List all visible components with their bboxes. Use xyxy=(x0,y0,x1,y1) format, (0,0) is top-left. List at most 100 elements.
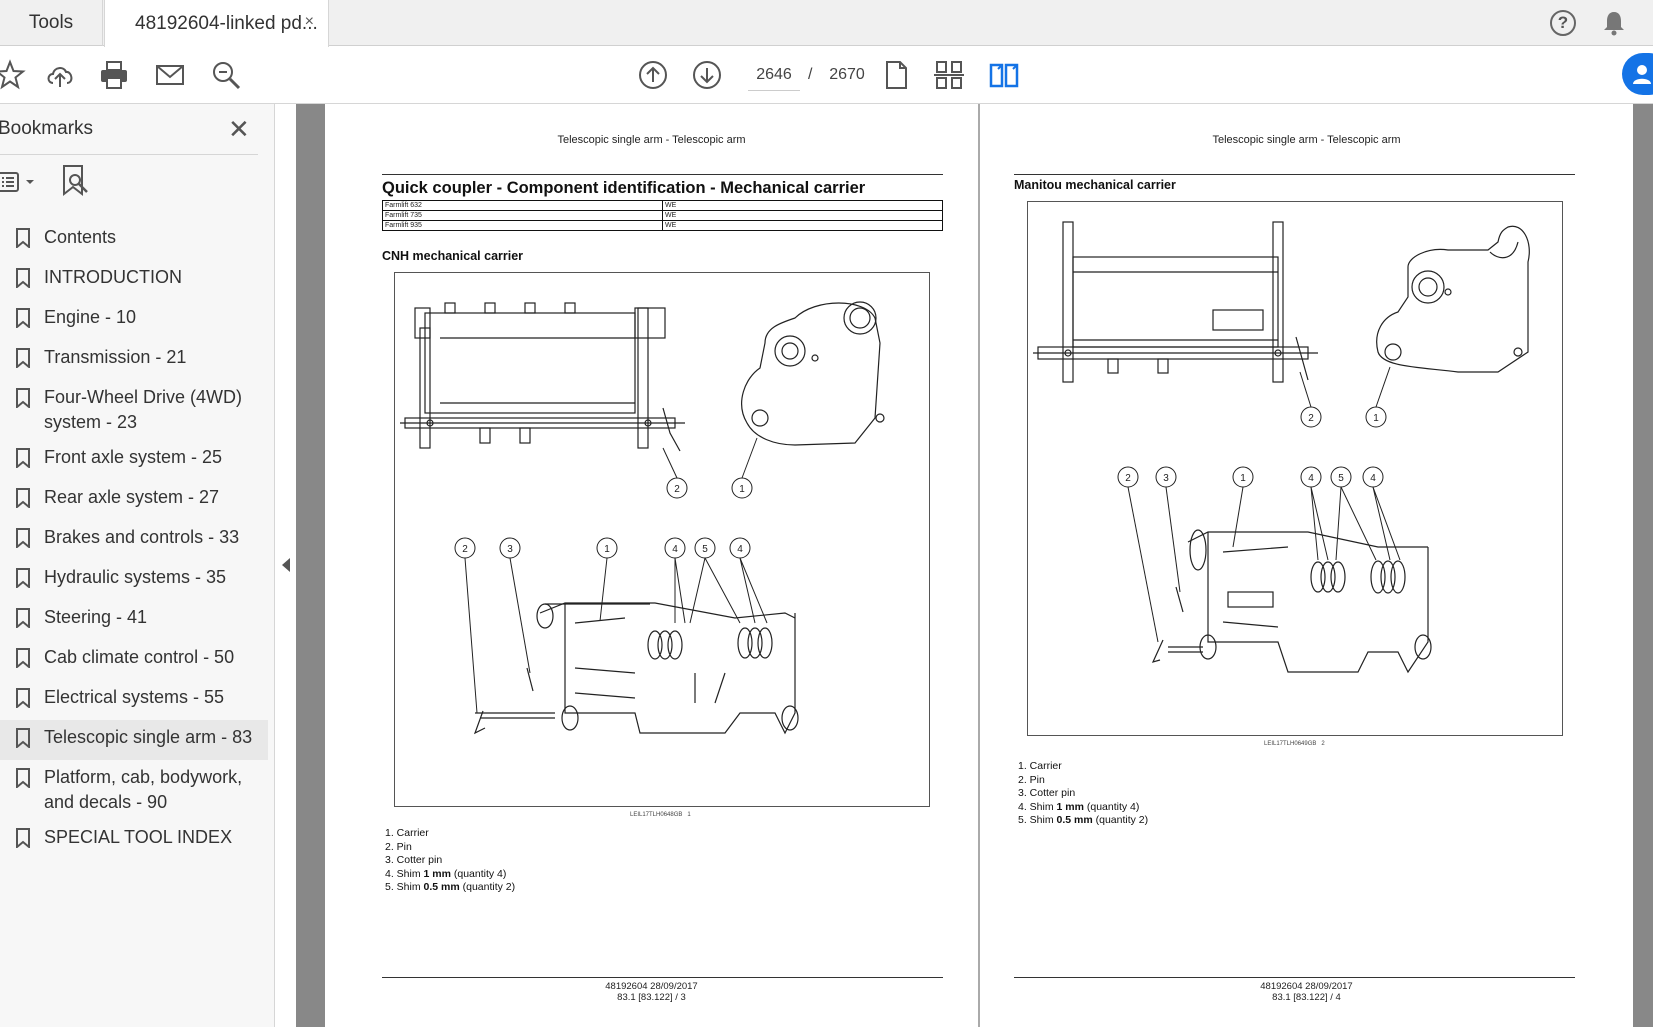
bookmark-item[interactable]: Engine - 10 xyxy=(0,300,275,340)
legend-item: 2. Pin xyxy=(385,840,412,853)
tab-tools-label: Tools xyxy=(28,12,74,33)
legend-item: 4. Shim 1 mm (quantity 4) xyxy=(1018,801,1148,815)
bookmark-item[interactable]: Hydraulic systems - 35 xyxy=(0,560,275,600)
legend-value: 0.5 mm xyxy=(423,881,460,894)
bookmark-icon xyxy=(0,645,44,675)
callout-circle xyxy=(1155,466,1177,488)
cloud-upload-icon[interactable] xyxy=(44,59,76,91)
bell-icon[interactable] xyxy=(1600,9,1628,37)
bookmark-item[interactable]: Brakes and controls - 33 xyxy=(0,520,275,560)
bookmark-icon xyxy=(0,565,44,595)
bookmark-item[interactable]: Front axle system - 25 xyxy=(0,440,275,480)
page-number-input[interactable]: 2646 xyxy=(748,59,800,91)
two-page-icon[interactable] xyxy=(988,59,1020,91)
bookmark-item[interactable]: Rear axle system - 27 xyxy=(0,480,275,520)
footer-page-ref: 83.1 [83.122] / 4 xyxy=(1272,992,1341,1003)
callout-circle xyxy=(664,537,686,559)
table-cell: Farmlift 935 xyxy=(382,220,663,231)
legend-value: 1 mm xyxy=(1056,800,1084,813)
callout-label: 2 xyxy=(674,484,680,495)
bookmark-label: Front axle system - 25 xyxy=(44,447,223,467)
legend-text: (quantity 2) xyxy=(1092,814,1149,827)
footer-page-ref: 83.1 [83.122] / 3 xyxy=(617,992,686,1003)
bookmark-icon xyxy=(0,765,44,815)
callout-circle xyxy=(666,477,688,499)
table-cell: WE xyxy=(662,200,943,211)
table-cell: Farmlift 632 xyxy=(382,200,663,211)
mail-icon[interactable] xyxy=(154,59,186,91)
callout-label: 4 xyxy=(1370,473,1376,484)
bookmark-label: Cab climate control - 50 xyxy=(44,647,235,667)
bookmark-icon xyxy=(0,445,44,475)
legend-item: 2. Pin xyxy=(1018,773,1045,786)
close-icon[interactable]: ✕ xyxy=(228,114,250,144)
callout-label: 2 xyxy=(1125,473,1131,484)
print-icon[interactable] xyxy=(98,59,130,91)
bookmark-item[interactable]: Transmission - 21 xyxy=(0,340,275,380)
tab-close-icon[interactable]: × xyxy=(304,13,314,30)
zoom-icon[interactable] xyxy=(210,59,242,91)
bookmark-item[interactable]: INTRODUCTION xyxy=(0,260,275,300)
legend-value: 0.5 mm xyxy=(1056,814,1093,827)
callout-circle xyxy=(1117,466,1139,488)
page-up-icon[interactable] xyxy=(637,59,669,91)
account-button[interactable] xyxy=(1622,53,1653,95)
collapse-panel-icon[interactable] xyxy=(282,558,290,572)
single-page-icon[interactable] xyxy=(880,59,912,91)
page-header: Telescopic single arm - Telescopic arm xyxy=(557,134,746,146)
find-bookmark-icon[interactable] xyxy=(60,164,92,198)
document-page-3: Telescopic single arm - Telescopic arm Q… xyxy=(325,104,978,1027)
section-subtitle: Manitou mechanical carrier xyxy=(1014,178,1176,192)
bookmark-label: Steering - 41 xyxy=(44,607,148,627)
bookmark-item[interactable]: SPECIAL TOOL INDEX xyxy=(0,820,275,860)
callout-circle xyxy=(1330,466,1352,488)
bookmark-item[interactable]: Contents xyxy=(0,220,275,260)
parts-legend: 1. Carrier 2. Pin 3. Cotter pin 4. Shim … xyxy=(1018,760,1148,828)
legend-item: 3. Cotter pin xyxy=(1018,787,1076,800)
help-icon[interactable]: ? xyxy=(1550,10,1576,36)
bookmark-label: Electrical systems - 55 xyxy=(44,687,225,707)
page-down-icon[interactable] xyxy=(691,59,723,91)
bookmark-item[interactable]: Telescopic single arm - 83 xyxy=(0,720,268,760)
table-cell: WE xyxy=(662,220,943,231)
callout-label: 3 xyxy=(1163,473,1169,484)
bookmark-label: Engine - 10 xyxy=(44,307,137,327)
bookmark-item[interactable]: Cab climate control - 50 xyxy=(0,640,275,680)
tab-document[interactable]: 48192604-linked pd... × xyxy=(104,0,329,47)
bookmark-label: Rear axle system - 27 xyxy=(44,487,220,507)
bookmark-item[interactable]: Electrical systems - 55 xyxy=(0,680,275,720)
bookmark-icon xyxy=(0,305,44,335)
bookmark-icon xyxy=(0,525,44,555)
title-rule xyxy=(1014,174,1575,175)
manitou-carrier-drawing: 2 1 xyxy=(1033,221,1530,674)
legend-item: 3. Cotter pin xyxy=(385,854,443,867)
star-icon[interactable] xyxy=(0,59,26,91)
callout-circle xyxy=(694,537,716,559)
figure-2: 2 1 xyxy=(1027,201,1563,736)
scroll-mode-icon[interactable] xyxy=(933,59,965,91)
parts-legend: 1. Carrier 2. Pin 3. Cotter pin 4. Shim … xyxy=(385,827,515,895)
table-cell: WE xyxy=(662,210,943,221)
callout-circle xyxy=(1362,466,1384,488)
options-menu-icon[interactable] xyxy=(0,166,40,198)
figure-1: 2 1 xyxy=(394,272,930,807)
legend-text: 5. Shim xyxy=(1018,814,1057,827)
figure-code: LEIL17TLH0648GB 1 xyxy=(630,812,691,818)
bookmark-item[interactable]: Four-Wheel Drive (4WD) system - 23 xyxy=(0,380,275,440)
section-subtitle: CNH mechanical carrier xyxy=(382,249,524,263)
bookmark-item[interactable]: Platform, cab, bodywork, and decals - 90 xyxy=(0,760,275,820)
bookmark-icon xyxy=(0,385,44,435)
tab-tools[interactable]: Tools xyxy=(0,0,103,46)
bookmark-icon xyxy=(0,345,44,375)
bookmark-label: Platform, cab, bodywork, and decals - 90 xyxy=(44,767,243,812)
callout-label: 5 xyxy=(702,544,708,555)
legend-item: 1. Carrier xyxy=(1018,760,1062,772)
title-rule xyxy=(382,174,943,175)
bookmark-icon xyxy=(0,825,44,855)
bookmark-label: SPECIAL TOOL INDEX xyxy=(44,827,233,847)
bookmark-item[interactable]: Steering - 41 xyxy=(0,600,275,640)
bookmark-icon xyxy=(0,685,44,715)
callout-circle xyxy=(499,537,521,559)
